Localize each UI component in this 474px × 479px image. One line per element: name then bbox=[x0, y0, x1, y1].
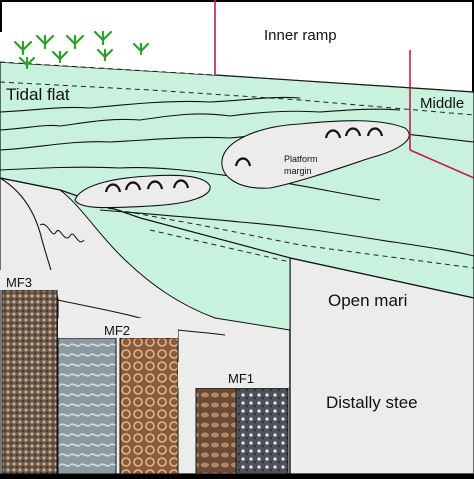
tidal-flat-land bbox=[0, 30, 215, 75]
mf3-label-bg bbox=[0, 270, 58, 290]
mf1-photo-b bbox=[235, 387, 289, 475]
inner-ramp-label: Inner ramp bbox=[264, 27, 337, 44]
dashed-line-1 bbox=[0, 61, 474, 93]
open-marine-label: Open mari bbox=[328, 291, 407, 310]
mf2-label: MF2 bbox=[104, 323, 130, 338]
mf2-photo-b bbox=[119, 337, 179, 475]
mf2-label-bg bbox=[58, 318, 178, 338]
mf1-photo-a bbox=[195, 387, 237, 475]
middle-ramp-slope-line bbox=[409, 149, 474, 179]
bioherm-arches-right bbox=[234, 127, 384, 167]
tidal-flat-plants bbox=[13, 30, 150, 70]
mf2-wavy-boundary bbox=[39, 223, 85, 243]
margin-label: margin bbox=[284, 166, 312, 176]
contour-line-1 bbox=[0, 96, 301, 113]
front-face-slope bbox=[59, 189, 291, 331]
mf1-label-bg bbox=[178, 362, 288, 388]
mf3-label: MF3 bbox=[6, 275, 32, 290]
dashed-line-2 bbox=[0, 81, 474, 116]
contour-line-5 bbox=[99, 209, 474, 257]
middle-ramp-label: Middle bbox=[420, 95, 464, 112]
shoal-right bbox=[221, 120, 410, 189]
dashed-line-4 bbox=[149, 229, 291, 263]
dashed-line-3 bbox=[89, 204, 474, 269]
mf2-photo-a bbox=[57, 337, 117, 475]
bioherm-arches-left bbox=[104, 179, 190, 193]
distally-steepened-label: Distally stee bbox=[326, 393, 418, 412]
contour-line-4 bbox=[0, 166, 381, 201]
mf3-photo bbox=[1, 289, 58, 475]
platform-label: Platform bbox=[284, 154, 318, 164]
contour-line-2 bbox=[0, 108, 401, 131]
tidal-flat-label: Tidal flat bbox=[6, 85, 70, 104]
mf1-label: MF1 bbox=[228, 371, 254, 386]
